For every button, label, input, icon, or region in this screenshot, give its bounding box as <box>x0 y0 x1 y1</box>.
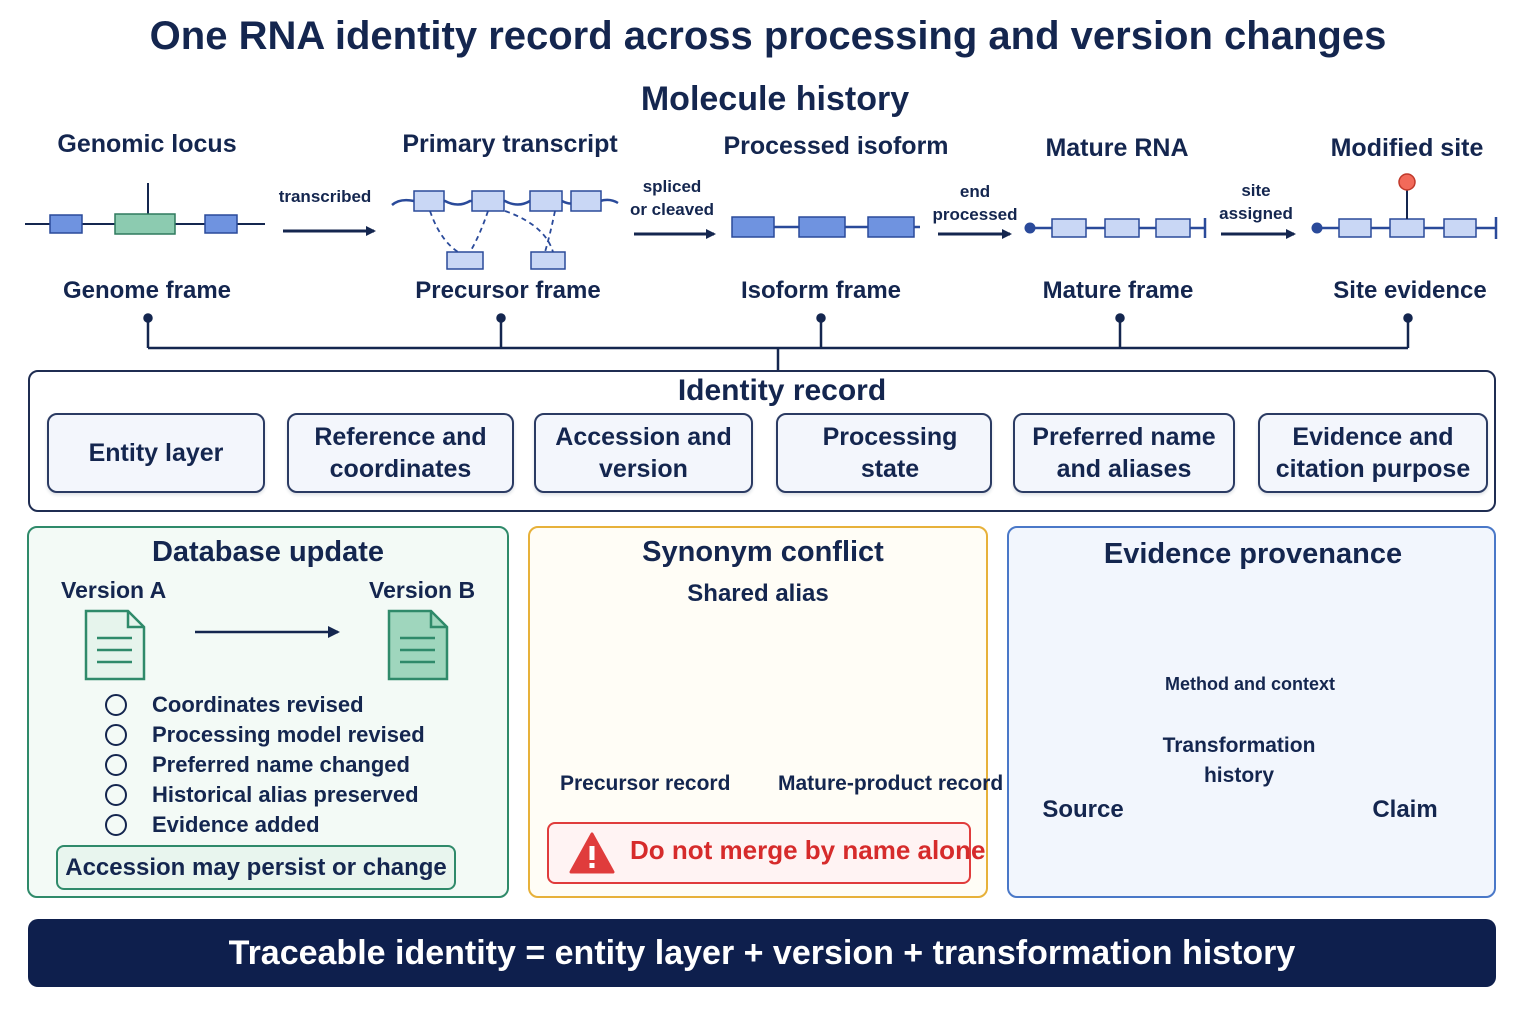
transition-line: transcribed <box>278 187 372 206</box>
summary-footer-text: Traceable identity = entity layer + vers… <box>228 933 1296 972</box>
field-reference-coordinates: Reference and coordinates <box>287 413 514 493</box>
merge-warning-text: Do not merge by name alone <box>630 835 986 865</box>
page-title: One RNA identity record across processin… <box>149 14 1387 58</box>
claim-label: Claim <box>1372 796 1438 823</box>
stage-label-primary-transcript: Primary transcript <box>402 130 618 158</box>
transformation-history-label: Transformation history <box>1160 731 1318 791</box>
stage-label-genomic-locus: Genomic locus <box>57 130 237 158</box>
transformation-line: Transformation <box>1162 734 1316 757</box>
field-label: coordinates <box>329 455 472 483</box>
version-a-label: Version A <box>61 577 167 603</box>
accession-note-badge: Accession may persist or change <box>56 845 456 890</box>
transition-line: site <box>1241 181 1271 200</box>
change-item-label: Processing model revised <box>152 722 425 747</box>
section-title-molecule-history: Molecule history <box>640 80 910 118</box>
transition-line: processed <box>932 205 1018 224</box>
change-item: Coordinates revised <box>105 690 364 720</box>
mature-product-record-label: Mature-product record <box>778 772 1004 795</box>
change-item-label: Historical alias preserved <box>152 782 419 807</box>
field-label: Entity layer <box>88 439 224 467</box>
checkbox-circle-icon <box>105 754 127 776</box>
transition-label-end-processed: end processed <box>915 180 1035 226</box>
change-item: Historical alias preserved <box>105 780 419 810</box>
transition-label-transcribed: transcribed <box>265 185 385 208</box>
processed-isoform-graphic <box>731 216 920 238</box>
identity-record-panel <box>28 370 1496 512</box>
field-label: Reference and <box>314 423 487 451</box>
method-context-label: Method and context <box>1165 674 1335 694</box>
synonym-conflict-title: Synonym conflict <box>642 536 884 568</box>
field-label: Accession and <box>555 423 732 451</box>
version-b-label: Version B <box>369 577 476 603</box>
field-evidence-citation: Evidence and citation purpose <box>1258 413 1488 493</box>
frame-label-site-evidence: Site evidence <box>1333 277 1487 304</box>
modification-marker-icon <box>1398 173 1416 191</box>
modified-site-graphic <box>1311 173 1498 239</box>
field-label: Evidence and <box>1292 423 1454 451</box>
source-label: Source <box>1042 796 1124 823</box>
checkbox-circle-icon <box>105 724 127 746</box>
transition-label-site-assigned: site assigned <box>1196 179 1316 225</box>
transformation-line: history <box>1203 764 1274 787</box>
checkbox-circle-icon <box>105 784 127 806</box>
change-item: Evidence added <box>105 810 320 840</box>
field-label: and aliases <box>1056 455 1192 483</box>
field-label: Processing state <box>822 423 958 483</box>
stage-label-mature-rna: Mature RNA <box>1045 134 1189 162</box>
change-item-label: Preferred name changed <box>152 752 410 777</box>
merge-warning-banner <box>547 822 971 884</box>
field-preferred-name-aliases: Preferred name and aliases <box>1013 413 1235 493</box>
transition-line: end <box>959 182 991 201</box>
checkbox-circle-icon <box>105 694 127 716</box>
change-item: Preferred name changed <box>105 750 410 780</box>
change-item-label: Coordinates revised <box>152 692 364 717</box>
primary-transcript-graphic <box>391 190 619 270</box>
stage-label-modified-site: Modified site <box>1330 134 1484 162</box>
evidence-provenance-title: Evidence provenance <box>1103 538 1403 570</box>
transition-label-spliced: spliced or cleaved <box>612 175 732 221</box>
summary-footer-banner: Traceable identity = entity layer + vers… <box>28 919 1496 987</box>
frame-label-isoform: Isoform frame <box>740 277 902 304</box>
warning-icon <box>569 832 615 874</box>
evidence-provenance-panel <box>1007 526 1496 898</box>
field-accession-version: Accession and version <box>534 413 753 493</box>
checkbox-circle-icon <box>105 814 127 836</box>
identity-record-title: Identity record <box>677 374 887 407</box>
frame-label-mature: Mature frame <box>1042 277 1194 304</box>
stage-label-processed-isoform: Processed isoform <box>723 132 949 160</box>
database-update-title: Database update <box>151 536 385 568</box>
precursor-record-label: Precursor record <box>560 772 731 795</box>
frame-label-precursor: Precursor frame <box>415 277 601 304</box>
frame-connector-bracket <box>143 313 1413 370</box>
field-processing-state: Processing state <box>776 413 992 493</box>
mature-rna-graphic <box>1024 218 1207 238</box>
transition-line: assigned <box>1219 204 1293 223</box>
field-label: Preferred name <box>1032 423 1216 451</box>
change-item: Processing model revised <box>105 720 425 750</box>
frame-label-genome: Genome frame <box>62 277 232 304</box>
genomic-locus-graphic <box>25 183 265 235</box>
transition-line: or cleaved <box>629 200 715 219</box>
accession-note-label: Accession may persist or change <box>65 853 447 881</box>
field-entity-layer: Entity layer <box>47 413 265 493</box>
change-item-label: Evidence added <box>152 812 320 837</box>
transition-line: spliced <box>642 177 702 196</box>
field-label: citation purpose <box>1275 455 1471 483</box>
field-label: version <box>599 455 688 483</box>
shared-alias-label: Shared alias <box>687 580 829 607</box>
